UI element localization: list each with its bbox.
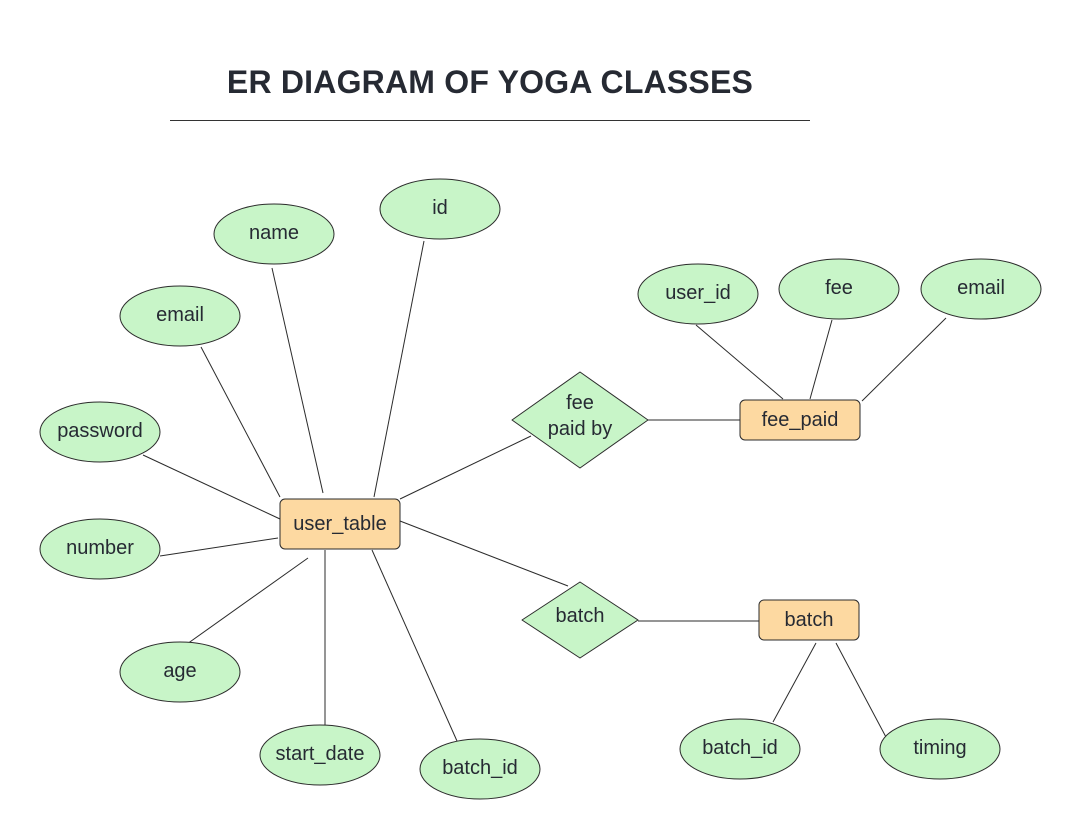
attribute-ut_number: number — [39, 518, 161, 580]
connector-fee_paid-fp_email — [861, 317, 947, 402]
connector-user_table-batch_rel — [399, 520, 569, 587]
entity-box — [739, 399, 861, 441]
entity-label: user_table — [293, 513, 386, 535]
attribute-label: batch_id — [702, 737, 778, 759]
entity-box — [279, 498, 401, 550]
title-underline — [170, 120, 810, 121]
page-title: ER DIAGRAM OF YOGA CLASSES — [226, 64, 754, 100]
connector-user_table-ut_number — [159, 537, 279, 557]
attribute-ellipse — [119, 285, 241, 347]
attribute-ellipse — [379, 178, 501, 240]
attribute-ut_password: password — [39, 401, 161, 463]
attribute-label: email — [957, 277, 1005, 299]
attribute-ut_name: name — [213, 203, 335, 265]
entity-batch_entity: batch — [758, 599, 860, 641]
entity-user_table: user_table — [279, 498, 401, 550]
relationship-label-line-0: fee — [566, 392, 594, 414]
connector-user_table-ut_password — [142, 454, 281, 520]
attribute-label: user_id — [665, 282, 731, 304]
attribute-ellipse — [920, 258, 1042, 320]
attribute-label: batch_id — [442, 757, 518, 779]
attribute-label: age — [163, 660, 196, 682]
attribute-label: number — [66, 537, 134, 559]
relationship-diamond — [511, 371, 649, 469]
entity-label: fee_paid — [762, 409, 839, 431]
entity-label: batch — [785, 609, 834, 631]
attribute-label: password — [57, 420, 143, 442]
connector-user_table-ut_id — [373, 240, 425, 498]
relationship-label: batch — [556, 605, 605, 627]
attribute-ut_start_date: start_date — [259, 724, 381, 786]
attribute-ut_id: id — [379, 178, 501, 240]
connector-user_table-ut_name — [271, 267, 324, 494]
connector-layer — [142, 240, 947, 742]
attribute-label: name — [249, 222, 299, 244]
entity-fee_paid: fee_paid — [739, 399, 861, 441]
attribute-label: email — [156, 304, 204, 326]
attribute-fp_fee: fee — [778, 258, 900, 320]
attribute-ellipse — [879, 718, 1001, 780]
connector-user_table-ut_age — [186, 557, 309, 645]
attribute-ellipse — [419, 738, 541, 800]
attribute-ellipse — [213, 203, 335, 265]
connector-batch_entity-b_timing — [835, 642, 888, 740]
attribute-ellipse — [119, 641, 241, 703]
attribute-ut_batch_id: batch_id — [419, 738, 541, 800]
attribute-ellipse — [637, 263, 759, 325]
attribute-fp_user_id: user_id — [637, 263, 759, 325]
attribute-label: id — [432, 197, 448, 219]
connector-fee_paid-fp_fee — [809, 319, 833, 400]
node-layer: nameidemailpasswordnumberagestart_dateba… — [39, 178, 1042, 800]
attribute-label: timing — [913, 737, 966, 759]
attribute-ellipse — [778, 258, 900, 320]
attribute-ellipse — [39, 518, 161, 580]
attribute-ellipse — [39, 401, 161, 463]
attribute-ut_email: email — [119, 285, 241, 347]
connector-user_table-fee_paid_by — [399, 435, 532, 500]
attribute-b_timing: timing — [879, 718, 1001, 780]
connector-batch_entity-b_batch_id — [772, 642, 817, 723]
attribute-label: fee — [825, 277, 853, 299]
attribute-label: start_date — [276, 743, 365, 765]
entity-box — [758, 599, 860, 641]
connector-fee_paid-fp_user_id — [695, 324, 784, 400]
attribute-ellipse — [679, 718, 801, 780]
attribute-ut_age: age — [119, 641, 241, 703]
relationship-batch_rel: batch — [521, 581, 639, 659]
relationship-label-line-1: paid by — [548, 418, 613, 440]
attribute-ellipse — [259, 724, 381, 786]
connector-user_table-ut_batch_id — [371, 549, 458, 742]
attribute-b_batch_id: batch_id — [679, 718, 801, 780]
attribute-fp_email: email — [920, 258, 1042, 320]
relationship-diamond — [521, 581, 639, 659]
relationship-fee_paid_by: fee paid by — [511, 371, 649, 469]
connector-user_table-ut_email — [200, 346, 281, 498]
